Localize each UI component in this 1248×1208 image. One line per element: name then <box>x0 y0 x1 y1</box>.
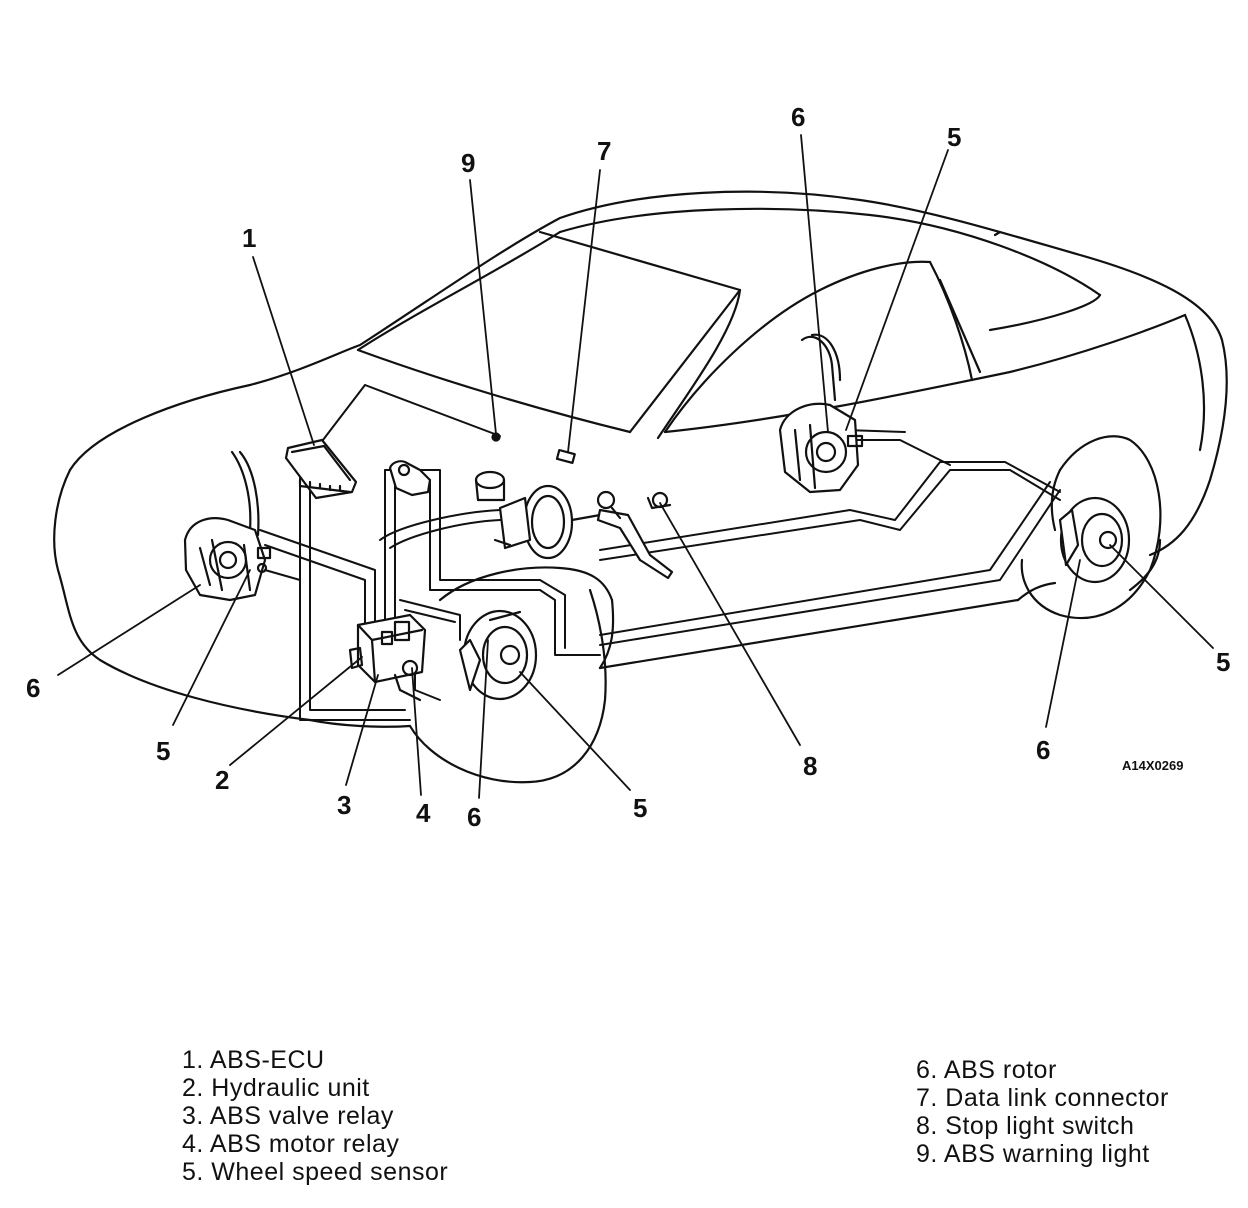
legend-item-abs-motor-relay: 4. ABS motor relay <box>182 1130 400 1158</box>
figure-code: A14X0269 <box>1122 758 1183 773</box>
callout-4: 4 <box>416 798 431 828</box>
data-link-connector-shape <box>555 448 576 465</box>
legend-item-abs-rotor: 6. ABS rotor <box>916 1056 1057 1084</box>
callout-5-top: 5 <box>947 122 961 152</box>
callout-7: 7 <box>597 136 611 166</box>
legend-right-column: 6. ABS rotor 7. Data link connector 8. S… <box>916 1056 1169 1168</box>
leader-lines <box>57 134 1214 799</box>
abs-ecu-module <box>284 438 358 500</box>
callout-2: 2 <box>215 765 229 795</box>
callout-6-top: 6 <box>791 102 805 132</box>
legend-item-stop-light-switch: 8. Stop light switch <box>916 1112 1135 1140</box>
callout-9: 9 <box>461 148 475 178</box>
brake-booster <box>474 470 614 560</box>
callout-1: 1 <box>242 223 256 253</box>
brake-pedal-assembly <box>596 490 674 580</box>
callout-6-right: 6 <box>1036 735 1050 765</box>
legend-item-abs-valve-relay: 3. ABS valve relay <box>182 1102 394 1130</box>
front-left-knuckle-assembly <box>183 450 272 602</box>
hydraulic-unit <box>348 613 427 702</box>
callout-3: 3 <box>337 790 351 820</box>
callout-6-left: 6 <box>26 673 40 703</box>
legend-item-data-link-connector: 7. Data link connector <box>916 1084 1169 1112</box>
callout-6-mid: 6 <box>467 802 481 832</box>
legend-item-abs-ecu: 1. ABS-ECU <box>182 1046 325 1074</box>
legend-item-hydraulic-unit: 2. Hydraulic unit <box>182 1074 370 1102</box>
legend-left-column: 1. ABS-ECU 2. Hydraulic unit 3. ABS valv… <box>182 1046 448 1186</box>
callout-8: 8 <box>803 751 817 781</box>
front-right-hub-assembly <box>458 609 538 701</box>
fluid-reservoir <box>388 460 432 497</box>
callout-5-mid: 5 <box>633 793 647 823</box>
rear-right-hub-assembly <box>1058 496 1131 584</box>
callout-5-right: 5 <box>1216 647 1230 677</box>
car-body-outline <box>53 190 1228 784</box>
rear-left-knuckle-assembly <box>778 333 864 494</box>
callout-numbers: 1 9 7 6 5 6 5 2 3 4 6 5 8 6 5 A14X0269 <box>26 102 1230 832</box>
legend-item-wheel-speed-sensor: 5. Wheel speed sensor <box>182 1158 449 1186</box>
legend-item-abs-warning-light: 9. ABS warning light <box>916 1140 1150 1168</box>
callout-5-left: 5 <box>156 736 170 766</box>
